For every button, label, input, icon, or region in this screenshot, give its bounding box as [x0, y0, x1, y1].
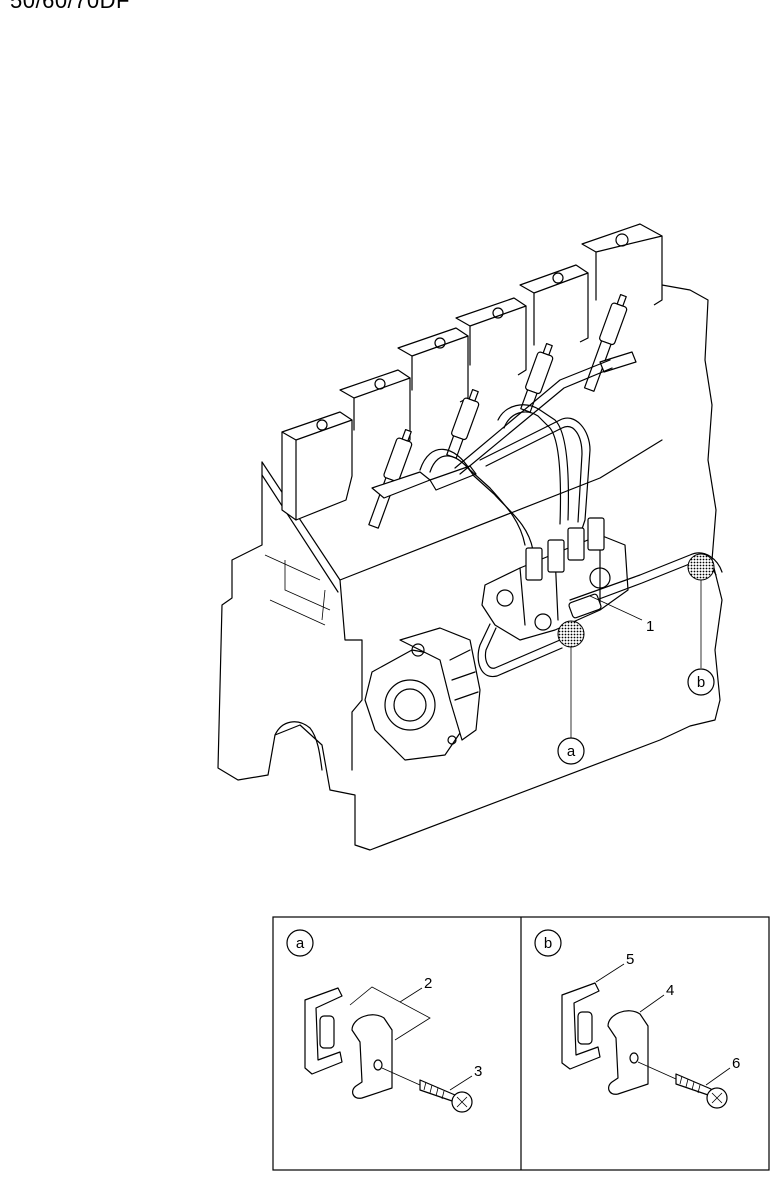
callout-b[interactable]: b	[687, 668, 715, 696]
callout-label-b: b	[697, 674, 705, 691]
callout-a[interactable]: a	[557, 737, 585, 765]
injectors	[368, 293, 637, 529]
valve-covers	[281, 223, 663, 521]
detail-b-label-5: 5	[626, 951, 634, 968]
callout-label-1: 1	[646, 618, 654, 635]
fuel-rail	[477, 517, 723, 678]
callout-markers	[557, 553, 715, 738]
detail-box	[272, 916, 770, 1171]
detail-b-label-4: 4	[666, 982, 674, 999]
detail-a-panel: a 2 3	[286, 929, 482, 1113]
callout-label-a: a	[567, 743, 576, 760]
model-header: 50/60/70DF	[10, 0, 130, 13]
detail-b-letter: b	[544, 935, 552, 952]
detail-b-panel: b 5 4 6	[534, 929, 740, 1109]
fuel-pump	[364, 627, 481, 761]
detail-a-letter: a	[296, 935, 305, 952]
detail-b-label-6: 6	[732, 1055, 740, 1072]
fuel-lines	[419, 359, 613, 551]
engine-block	[217, 284, 723, 851]
detail-a-label-3: 3	[474, 1063, 482, 1080]
detail-a-label-2: 2	[424, 975, 432, 992]
